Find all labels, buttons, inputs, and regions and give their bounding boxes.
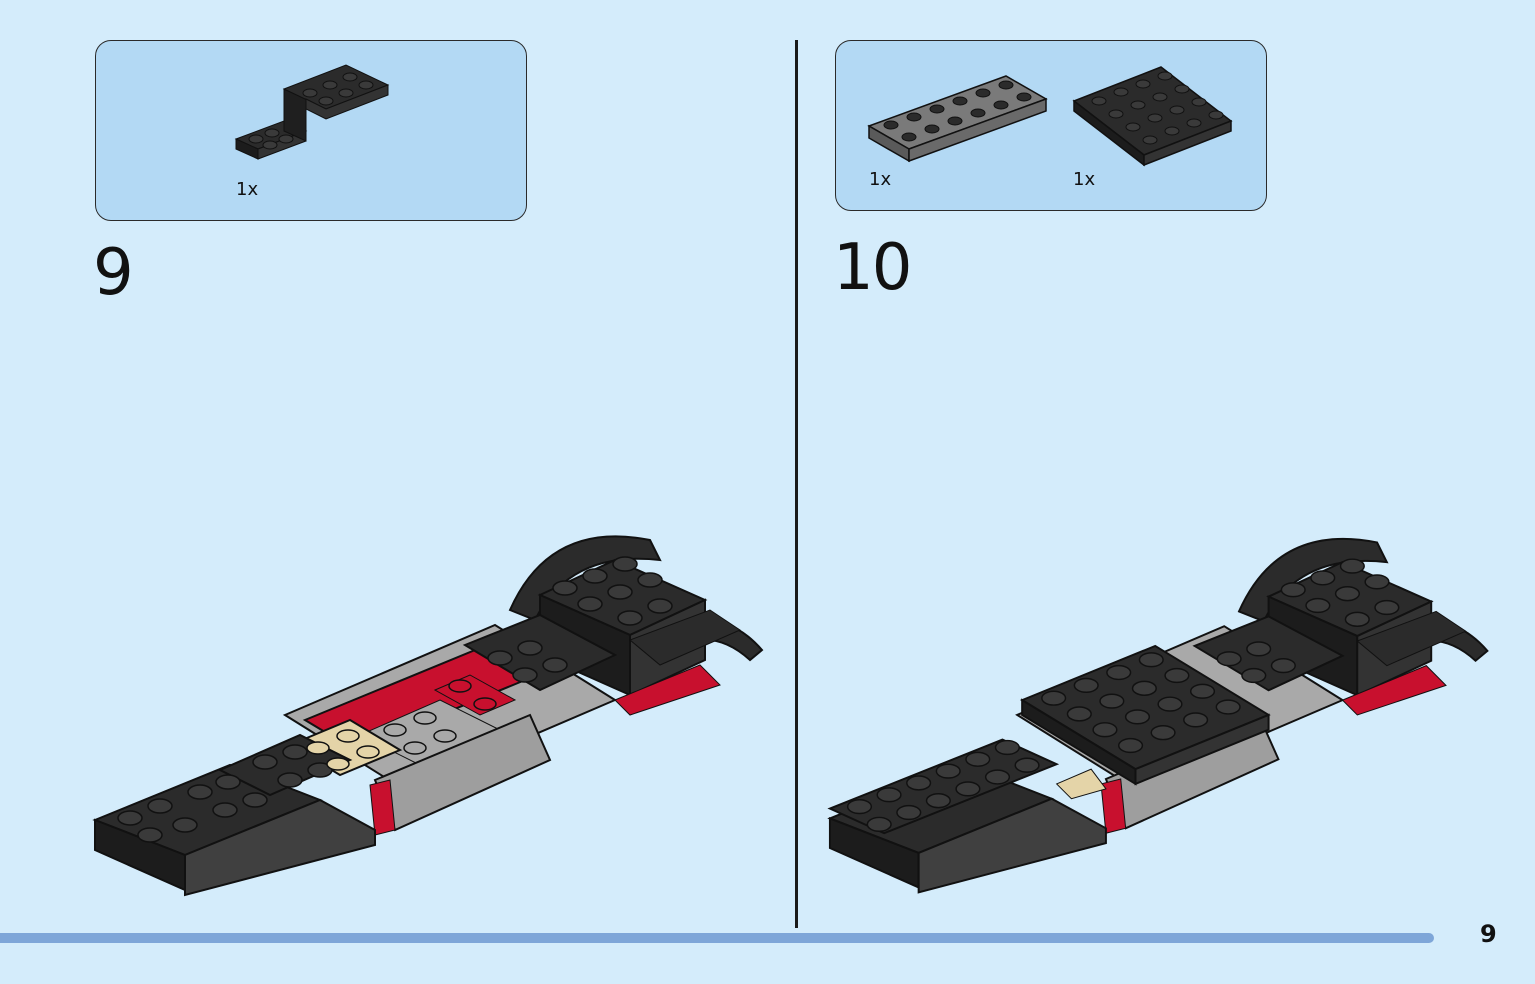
step-10-part-1-quantity: 1x xyxy=(869,169,892,190)
dark-gray-2x6-plate-icon xyxy=(867,75,1048,163)
step-10-number: 10 xyxy=(833,231,912,305)
step-9-parts-box: 1x xyxy=(95,40,527,221)
page-number: 9 xyxy=(1480,920,1497,948)
step-9-assembly-illustration xyxy=(92,535,764,897)
step-10-part-2-quantity: 1x xyxy=(1073,169,1096,190)
step-divider xyxy=(795,40,798,928)
black-4x4-plate-icon xyxy=(1072,66,1233,167)
footer-bar xyxy=(0,933,1434,943)
step-10-assembly-illustration xyxy=(827,537,1489,894)
step-9-number: 9 xyxy=(93,236,134,310)
step-9-part-1-quantity: 1x xyxy=(236,179,259,200)
step-10-parts-box: 1x 1x xyxy=(835,40,1267,211)
black-bracket-plate-icon xyxy=(234,64,390,160)
